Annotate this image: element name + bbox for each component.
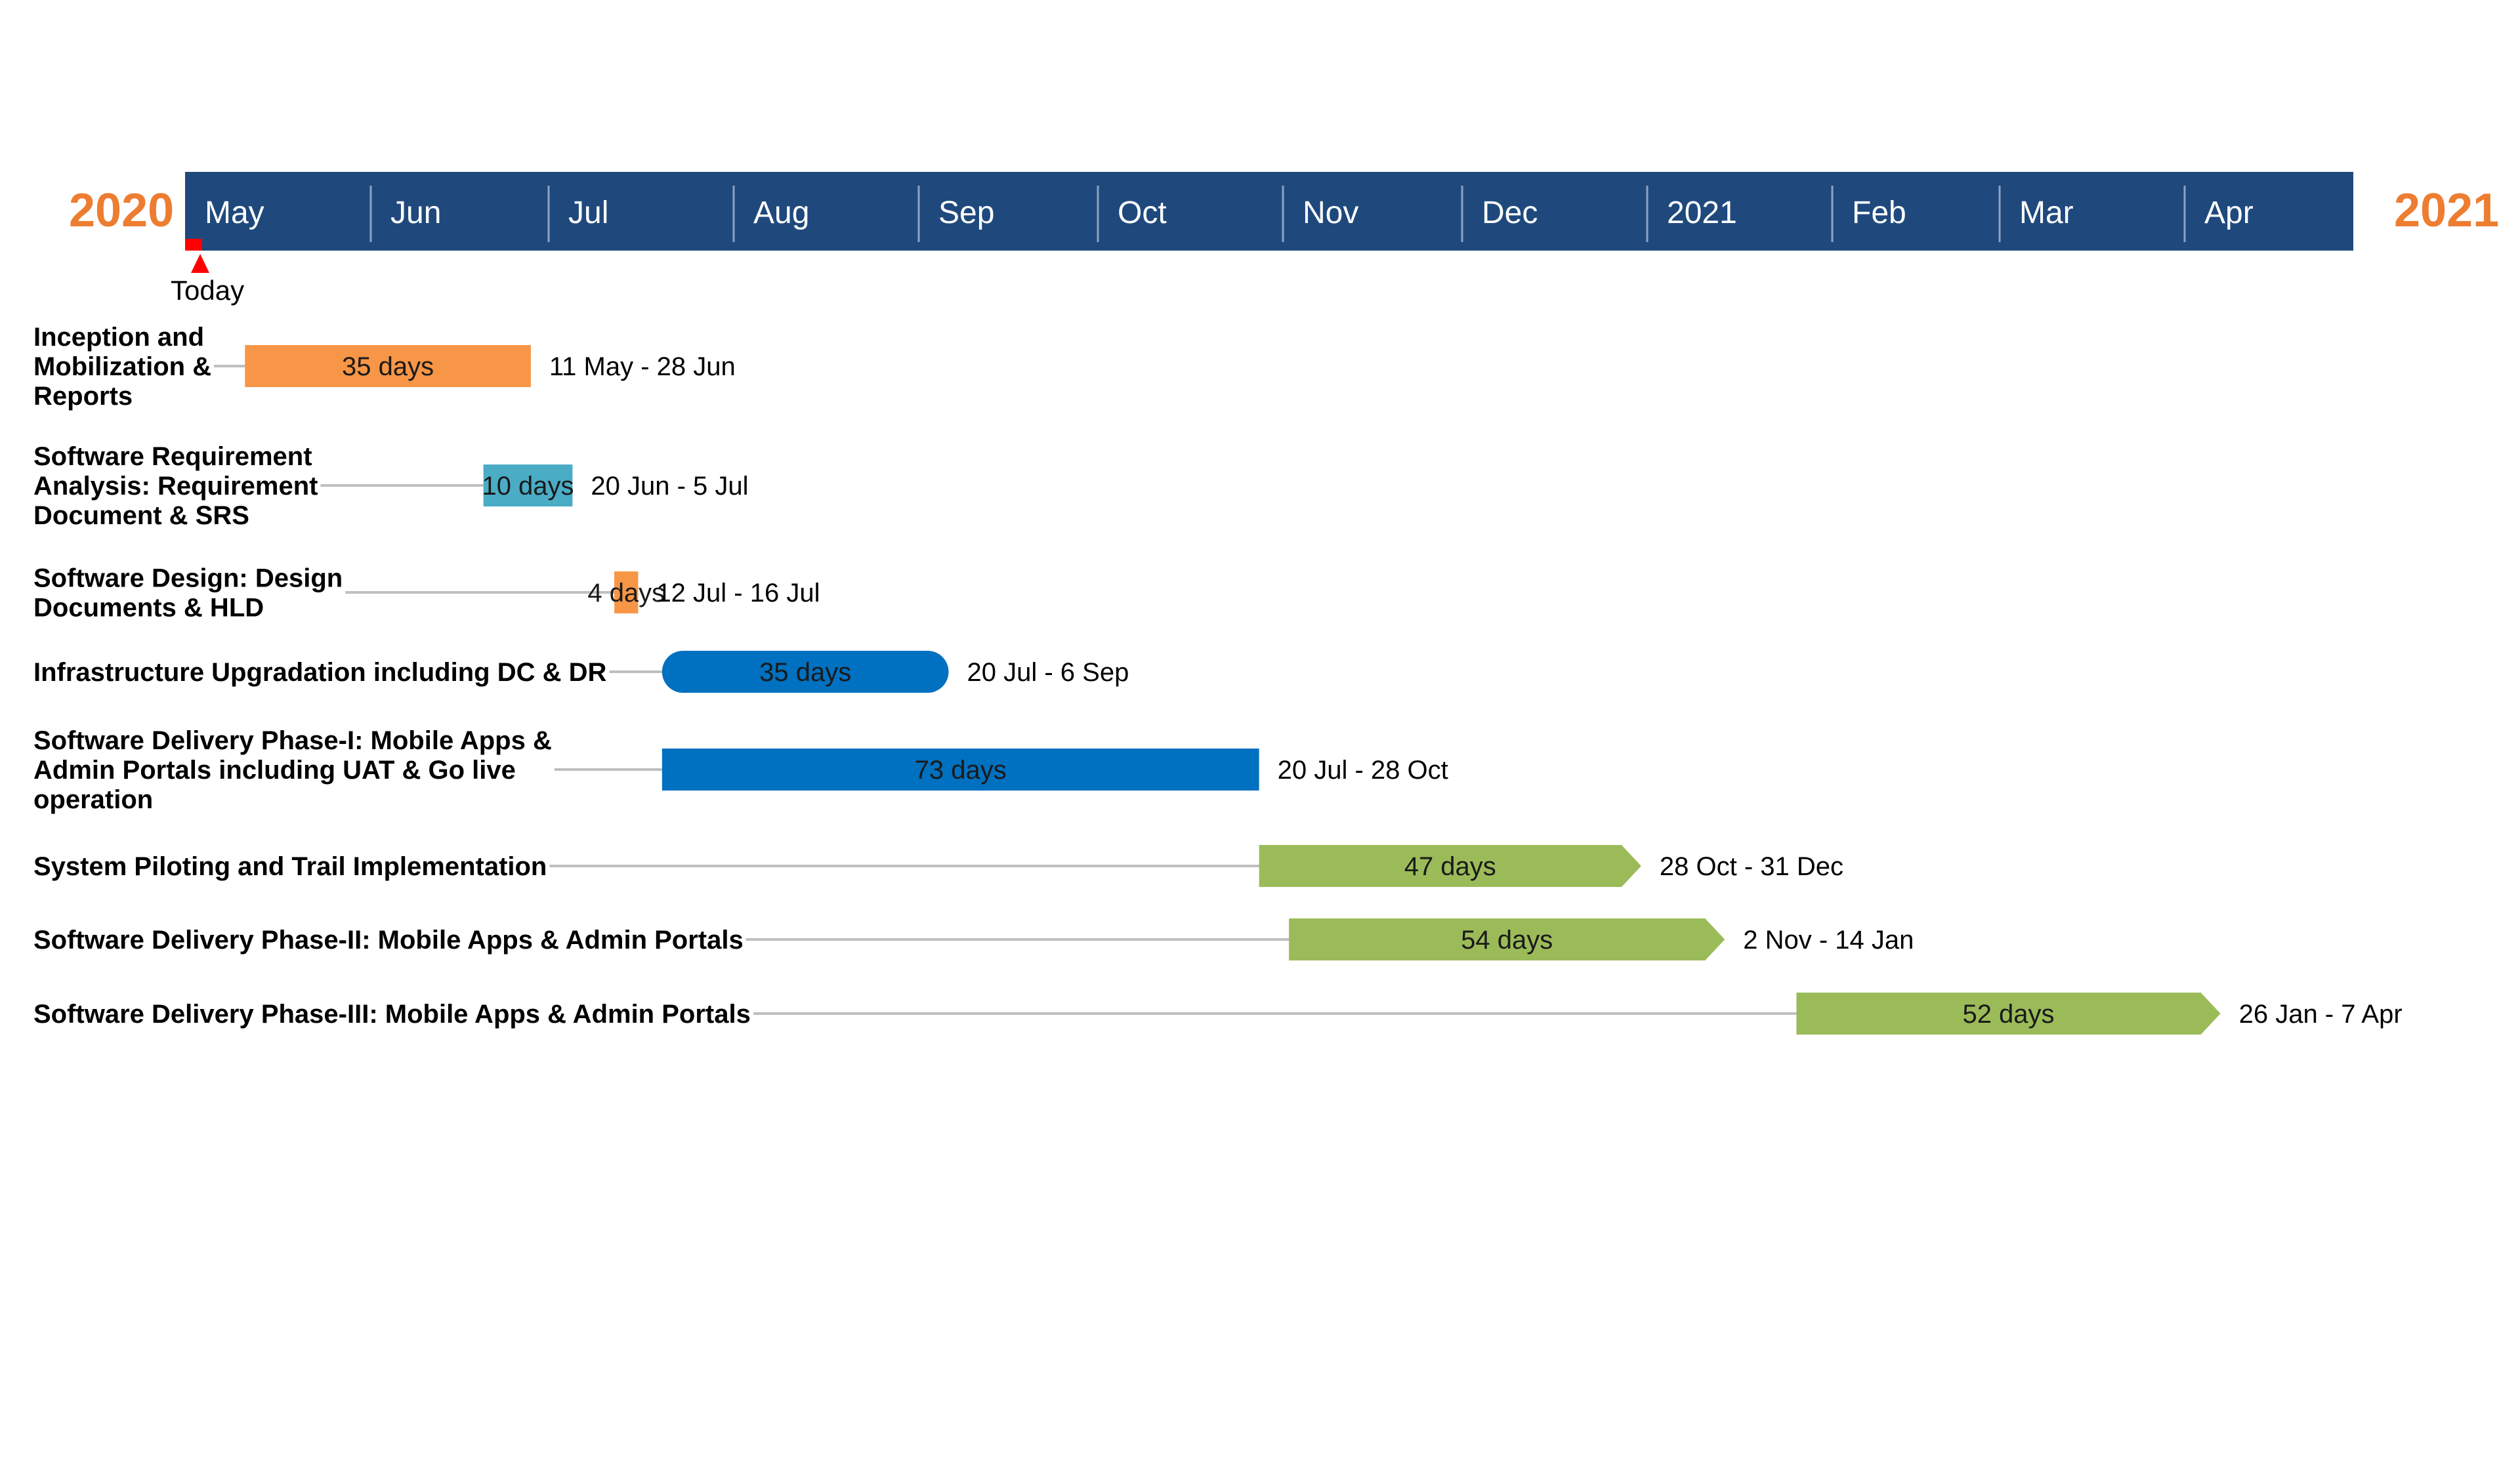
today-marker-triangle: [191, 254, 209, 273]
task-label-line: Analysis: Requirement: [33, 472, 318, 501]
task-date-range: 20 Jul - 6 Sep: [967, 658, 1129, 687]
task-label: Infrastructure Upgradation including DC …: [33, 658, 606, 687]
task-label-line: Documents & HLD: [33, 594, 264, 623]
task-row: System Piloting and Trail Implementation…: [33, 845, 1843, 887]
end-year-label: 2021: [2394, 184, 2499, 237]
task-row: Infrastructure Upgradation including DC …: [33, 651, 1129, 693]
task-duration: 35 days: [342, 352, 434, 381]
month-label: 2021: [1667, 195, 1737, 230]
task-row: Software Delivery Phase-III: Mobile Apps…: [33, 993, 2403, 1035]
task-duration: 52 days: [1962, 1000, 2054, 1029]
month-label: Jun: [390, 195, 441, 230]
task-bar: [245, 345, 531, 387]
task-date-range: 20 Jul - 28 Oct: [1278, 756, 1448, 785]
task-bar: [483, 464, 573, 506]
task-date-range: 11 May - 28 Jun: [549, 352, 736, 381]
task-label: Software Delivery Phase-III: Mobile Apps…: [33, 1000, 751, 1029]
month-label: Oct: [1118, 195, 1167, 230]
task-bar: [662, 749, 1259, 791]
task-duration: 73 days: [915, 756, 1007, 785]
task-date-range: 26 Jan - 7 Apr: [2239, 1000, 2403, 1029]
today-marker: Today: [171, 239, 244, 306]
task-bar: [1796, 993, 2221, 1035]
task-duration: 4 days: [587, 579, 665, 607]
month-label: May: [205, 195, 264, 230]
month-label: Jul: [568, 195, 608, 230]
task-label-line: Software Requirement: [33, 442, 312, 471]
task-label: System Piloting and Trail Implementation: [33, 852, 547, 881]
task-label-line: Software Design: Design: [33, 564, 343, 593]
task-label-line: Inception and: [33, 323, 204, 352]
timeline-band-background: [185, 172, 2353, 251]
task-label-line: Software Delivery Phase-II: Mobile Apps …: [33, 926, 744, 955]
task-date-range: 20 Jun - 5 Jul: [591, 472, 748, 501]
task-duration: 10 days: [482, 472, 574, 501]
today-label: Today: [171, 275, 244, 306]
task-row: Software Delivery Phase-I: Mobile Apps &…: [33, 726, 1448, 814]
task-label-line: Document & SRS: [33, 501, 249, 530]
task-bar: [662, 651, 949, 693]
task-label-line: operation: [33, 785, 153, 814]
task-bar: [1289, 918, 1725, 960]
task-label: Software Delivery Phase-I: Mobile Apps &…: [33, 726, 552, 814]
task-date-range: 2 Nov - 14 Jan: [1743, 926, 1914, 955]
task-date-range: 28 Oct - 31 Dec: [1660, 852, 1843, 881]
month-label: Aug: [753, 195, 809, 230]
task-label-line: Admin Portals including UAT & Go live: [33, 756, 516, 785]
task-label-line: Software Delivery Phase-III: Mobile Apps…: [33, 1000, 751, 1029]
start-year-label: 2020: [69, 184, 174, 237]
month-label: Feb: [1852, 195, 1906, 230]
today-marker-square: [185, 239, 202, 251]
task-label-line: System Piloting and Trail Implementation: [33, 852, 547, 881]
task-bar: [1259, 845, 1641, 887]
task-label-line: Reports: [33, 382, 133, 411]
task-label-line: Mobilization &: [33, 352, 211, 381]
timeline-band: 2020 2021 May Jun Jul Aug Sep Oct Nov Dec 2021 Fe…: [69, 172, 2499, 251]
task-duration: 47 days: [1404, 852, 1496, 881]
month-label: Apr: [2204, 195, 2254, 230]
task-bar: [614, 571, 639, 613]
task-duration: 54 days: [1461, 926, 1553, 955]
month-label: Sep: [938, 195, 994, 230]
task-label-line: Infrastructure Upgradation including DC …: [33, 658, 606, 687]
month-label: Nov: [1303, 195, 1358, 230]
task-row: Software Delivery Phase-II: Mobile Apps …: [33, 918, 1914, 960]
month-label: Mar: [2019, 195, 2074, 230]
task-label: Software Delivery Phase-II: Mobile Apps …: [33, 926, 744, 955]
task-duration: 35 days: [759, 658, 851, 687]
task-label-line: Software Delivery Phase-I: Mobile Apps &: [33, 726, 552, 755]
task-date-range: 12 Jul - 16 Jul: [656, 579, 820, 607]
month-label: Dec: [1482, 195, 1538, 230]
